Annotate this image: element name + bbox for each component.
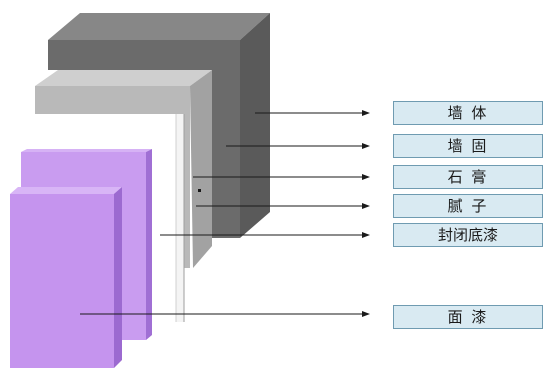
label-topcoat: 面 漆 bbox=[393, 305, 543, 329]
gypsum-putty-layer bbox=[175, 114, 185, 322]
arrowhead-wall bbox=[362, 110, 370, 116]
primer-panel-side bbox=[146, 149, 152, 340]
label-putty: 腻 子 bbox=[393, 194, 543, 218]
topcoat-panel-side bbox=[114, 187, 122, 368]
gypsum-marker-dot bbox=[198, 189, 201, 192]
arrowhead-sealing-primer bbox=[362, 232, 370, 238]
arrowhead-topcoat bbox=[362, 311, 370, 317]
leader-lines bbox=[80, 110, 370, 317]
wall-block-front bbox=[48, 40, 240, 238]
arrowhead-wall-fixing bbox=[362, 143, 370, 149]
wall-fixing-top bbox=[35, 70, 212, 86]
wall-fixing-layer bbox=[35, 70, 212, 268]
wall-block bbox=[48, 13, 270, 238]
topcoat-panel-front bbox=[10, 194, 114, 368]
white-layer-front bbox=[176, 114, 184, 322]
label-gypsum: 石 膏 bbox=[393, 165, 543, 189]
label-sealing-primer: 封闭底漆 bbox=[393, 223, 543, 247]
wall-fixing-side bbox=[190, 70, 212, 268]
topcoat-panel-top bbox=[10, 187, 122, 194]
label-wall: 墙 体 bbox=[393, 101, 543, 125]
wall-block-top bbox=[48, 13, 270, 40]
label-wall-fixing: 墙 固 bbox=[393, 134, 543, 158]
wall-fixing-front bbox=[35, 86, 190, 268]
wall-block-side bbox=[240, 13, 270, 238]
topcoat-panel bbox=[10, 187, 122, 368]
arrowhead-putty bbox=[362, 203, 370, 209]
primer-panel-top bbox=[21, 149, 152, 152]
arrowhead-gypsum bbox=[362, 174, 370, 180]
